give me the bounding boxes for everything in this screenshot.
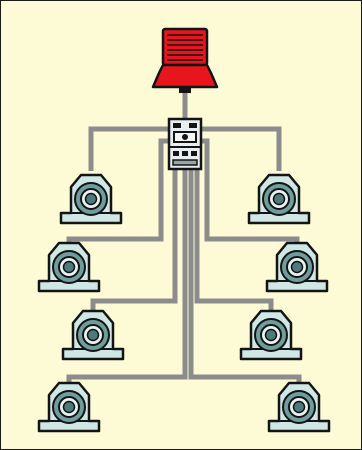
line-to-bearing-right-1	[199, 126, 282, 171]
bearing-right-4	[267, 381, 331, 433]
bearing-right-2	[265, 241, 329, 293]
bearing-left-1	[59, 173, 123, 225]
bearing-right-1	[247, 173, 311, 225]
bearing-left-3	[61, 309, 125, 361]
bearing-right-3	[239, 309, 303, 361]
bearing-left-4	[37, 381, 101, 433]
progressive-distributor-block	[167, 117, 203, 171]
line-to-bearing-left-3	[90, 159, 178, 317]
bearing-left-2	[37, 241, 101, 293]
line-to-bearing-right-3	[194, 159, 274, 317]
line-to-bearing-left-1	[88, 126, 171, 171]
lubrication-pump	[151, 27, 219, 93]
